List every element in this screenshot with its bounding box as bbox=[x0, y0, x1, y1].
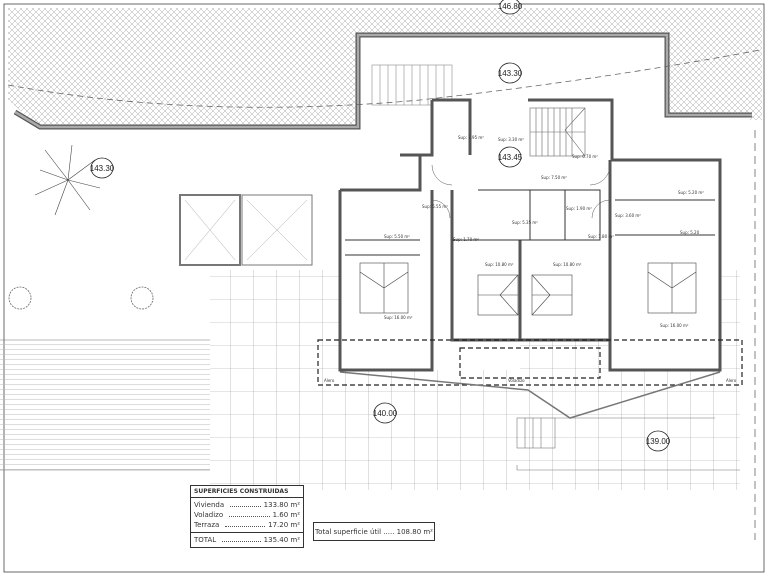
room-label: Sup: 10.80 m² bbox=[553, 262, 582, 267]
room-label: Sup: 5.35 m² bbox=[512, 220, 538, 225]
room-label: Sup: 3.60 m² bbox=[615, 213, 641, 218]
room-label: Sup: 7.50 m² bbox=[541, 175, 567, 180]
bed-icon bbox=[359, 262, 409, 314]
room-label: Sup: 1.70 m² bbox=[453, 237, 479, 242]
bed-icon bbox=[477, 274, 519, 316]
svg-text:143.30: 143.30 bbox=[90, 164, 115, 173]
terrace-outline bbox=[317, 339, 743, 386]
room-label: Sup: 3.30 m² bbox=[498, 137, 524, 142]
door-swings bbox=[431, 164, 611, 219]
svg-text:140.00: 140.00 bbox=[373, 409, 398, 418]
room-label: Sup: 16.00 m² bbox=[384, 315, 413, 320]
level-marker: 143.45 bbox=[498, 146, 523, 168]
room-label: Sup: 6.70 m² bbox=[572, 154, 598, 159]
hatched-area bbox=[8, 8, 762, 127]
room-label: Sup: 5.20 bbox=[680, 230, 700, 235]
palm-tree-icon bbox=[34, 144, 101, 216]
house-walls bbox=[338, 98, 722, 372]
room-label: Sup: 1.80 m² bbox=[588, 234, 614, 239]
level-marker: 143.30 bbox=[90, 157, 115, 179]
room-label: Sup: 5.20 m² bbox=[678, 190, 704, 195]
level-marker: 140.00 bbox=[373, 402, 398, 424]
level-marker: 146.80 bbox=[498, 0, 523, 15]
useful-surface-total: Total superficie útil ..... 108.80 m² bbox=[313, 522, 435, 541]
terrace-steps bbox=[516, 417, 740, 471]
table-title: SUPERFICIES CONSTRUIDAS bbox=[191, 486, 303, 498]
exterior-stairs bbox=[371, 64, 453, 106]
terrace-edge bbox=[339, 371, 721, 419]
svg-text:146.80: 146.80 bbox=[498, 2, 523, 11]
terrace-label: Voladizo bbox=[508, 378, 525, 383]
terrace-label: Alero bbox=[726, 378, 737, 383]
shrub-icon bbox=[130, 286, 154, 310]
pool-area bbox=[0, 340, 210, 470]
cantilever-outline bbox=[459, 347, 601, 379]
terrace-label: Alero bbox=[324, 378, 335, 383]
shrub-icon bbox=[8, 286, 32, 310]
sheet-border bbox=[3, 3, 765, 573]
level-marker: 139.00 bbox=[646, 430, 671, 452]
room-label: Sup: 5.50 m² bbox=[384, 234, 410, 239]
svg-text:143.30: 143.30 bbox=[498, 69, 523, 78]
room-label: Sup: 5.55 m² bbox=[422, 204, 448, 209]
bed-icon bbox=[647, 262, 697, 314]
svg-text:143.45: 143.45 bbox=[498, 153, 523, 162]
setback-line bbox=[7, 49, 761, 108]
room-label: Sup: 10.80 m² bbox=[485, 262, 514, 267]
room-labels: Sup: 1.95 m² Sup: 3.30 m² Sup: 6.70 m² S… bbox=[324, 135, 737, 383]
room-label: Sup: 1.90 m² bbox=[566, 206, 592, 211]
interior-stairs bbox=[529, 107, 586, 157]
room-label: Sup: 1.95 m² bbox=[458, 135, 484, 140]
room-label: Sup: 16.00 m² bbox=[660, 323, 689, 328]
level-marker: 143.30 bbox=[498, 62, 523, 84]
bed-icon bbox=[531, 274, 573, 316]
svg-text:139.00: 139.00 bbox=[646, 437, 671, 446]
